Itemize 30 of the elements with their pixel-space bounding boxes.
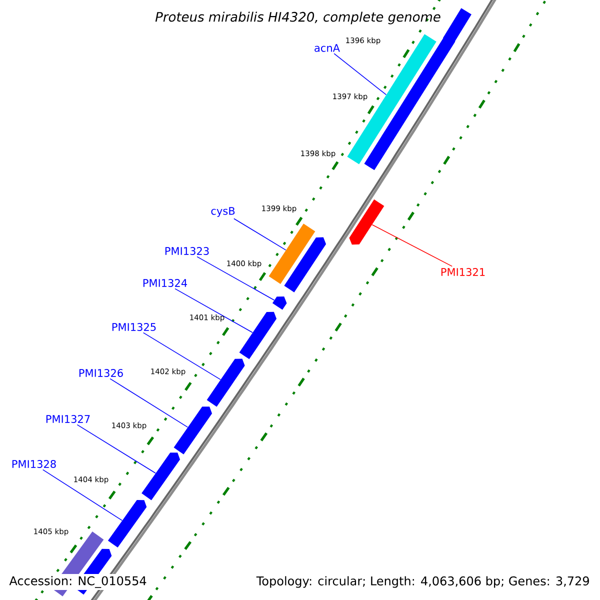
gene-feature xyxy=(272,296,287,310)
gene-feature xyxy=(206,358,245,407)
gene-label: PMI1321 xyxy=(441,268,485,276)
gene-feature xyxy=(174,406,212,454)
leader-line xyxy=(110,378,188,428)
gene-feature xyxy=(239,312,277,360)
leader-line xyxy=(76,424,156,474)
leader-line xyxy=(174,288,253,333)
gene-label: PMI1328 xyxy=(12,460,56,468)
gene-label: PMI1326 xyxy=(79,369,123,377)
gene-label: acnA xyxy=(314,44,340,52)
leader-line xyxy=(142,332,221,380)
gene-label: PMI1327 xyxy=(46,415,90,423)
title: Proteus mirabilis HI4320, complete genome xyxy=(155,12,440,24)
gene-feature xyxy=(108,500,147,548)
gene-feature xyxy=(142,452,180,500)
gene-feature xyxy=(284,237,326,292)
gene-label: PMI1323 xyxy=(165,247,209,255)
leader-line xyxy=(334,53,387,96)
leader-line xyxy=(234,218,286,250)
gene-feature xyxy=(268,224,316,284)
accession-text: Accession: NC_010554 xyxy=(7,574,149,590)
gene-label: PMI1324 xyxy=(143,279,187,287)
leader-line xyxy=(42,469,122,521)
leader-line xyxy=(196,256,275,301)
leader-line xyxy=(372,224,452,267)
gene-label: cysB xyxy=(211,207,235,217)
gene-label: PMI1325 xyxy=(112,323,156,331)
gene-feature xyxy=(349,199,384,245)
genome-info-text: Topology: circular; Length: 4,063,606 bp; Genes: 3,729 xyxy=(254,574,592,590)
